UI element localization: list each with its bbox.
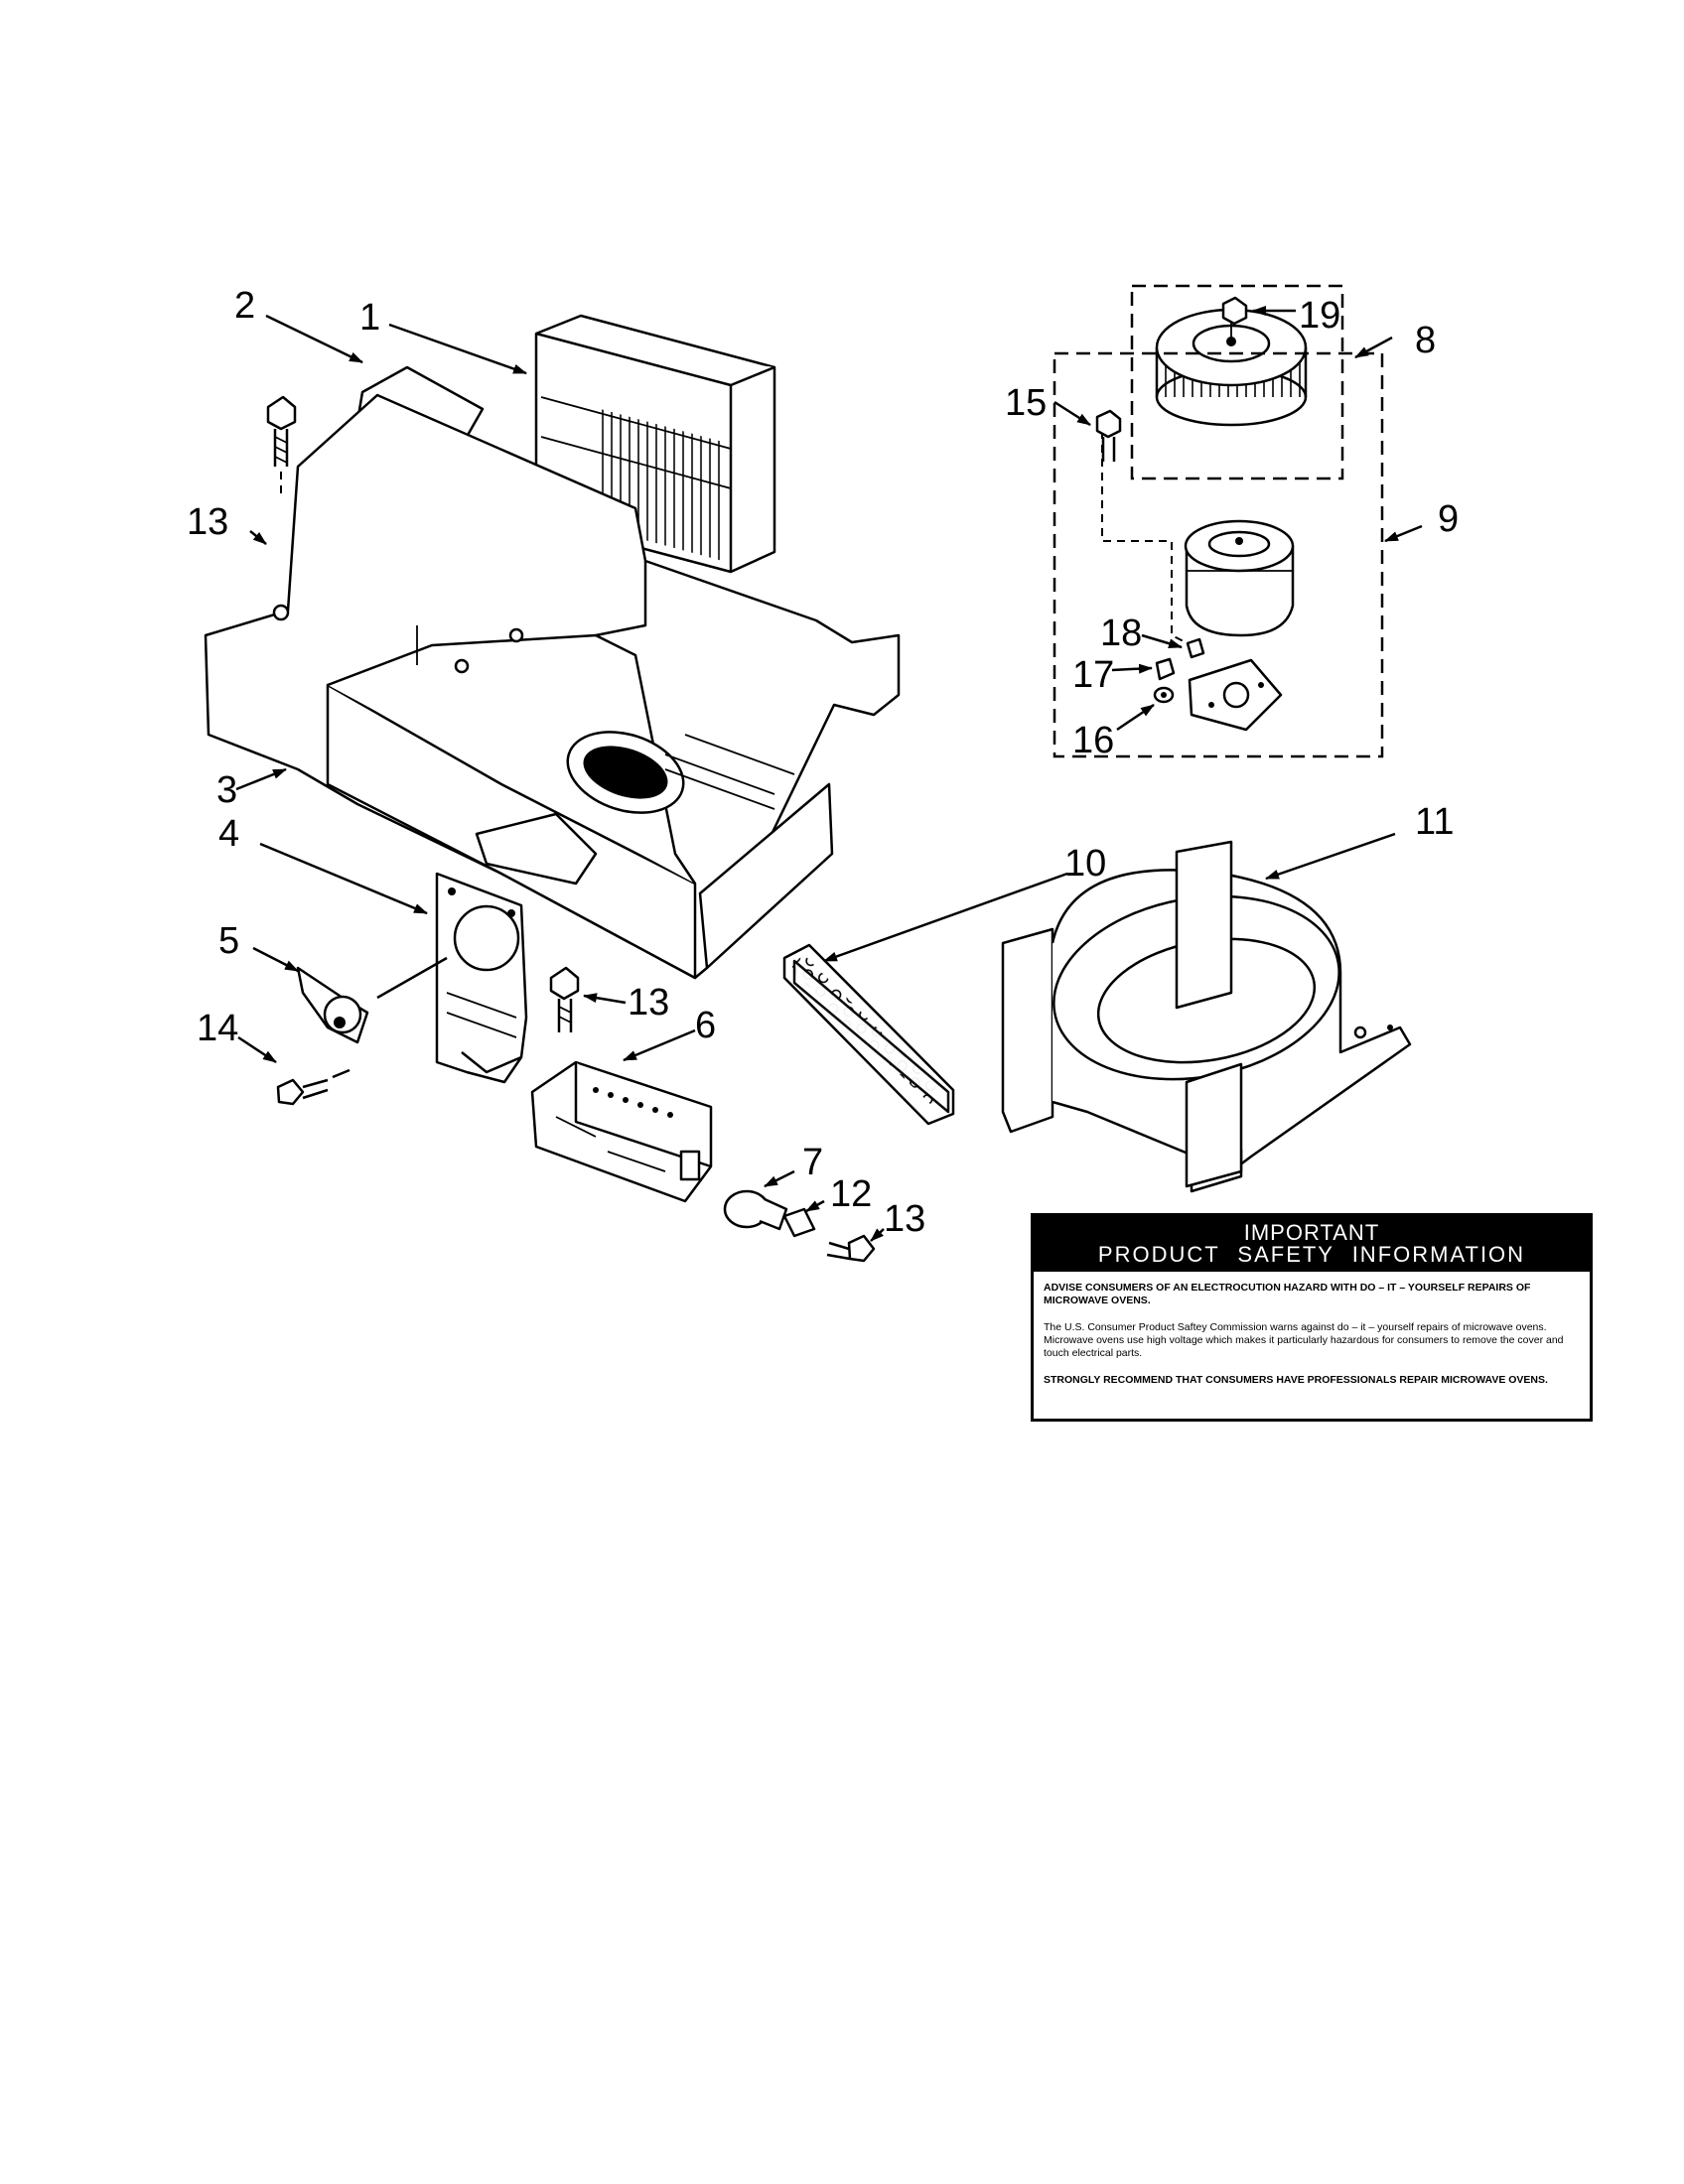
safety-paragraph-2: The U.S. Consumer Product Saftey Commiss… — [1044, 1321, 1564, 1359]
part-9-fan-motor — [1052, 351, 1384, 758]
part-6-lamp-bracket — [530, 1060, 713, 1203]
part-12-lamp-socket — [782, 1207, 816, 1238]
part-13-screw-top — [266, 395, 297, 496]
callout-15: 15 — [1005, 382, 1047, 424]
callout-16: 16 — [1072, 720, 1114, 761]
safety-heading-line2: PRODUCT SAFETY INFORMATION — [1097, 1242, 1526, 1267]
part-3-air-duct-base — [204, 393, 901, 980]
part-16-washer — [1153, 686, 1175, 704]
callout-1: 1 — [359, 297, 380, 339]
part-17-nut — [1155, 657, 1176, 681]
callout-13-top: 13 — [187, 501, 228, 543]
callout-5: 5 — [218, 920, 239, 962]
callout-18: 18 — [1100, 613, 1142, 654]
part-19-nut — [1221, 296, 1248, 326]
callout-14: 14 — [197, 1008, 238, 1049]
callout-12: 12 — [830, 1173, 872, 1215]
callout-9: 9 — [1438, 498, 1459, 540]
safety-body: ADVISE CONSUMERS OF AN ELECTROCUTION HAZ… — [1034, 1272, 1590, 1387]
callout-13-middle: 13 — [628, 982, 669, 1024]
safety-heading-line1: IMPORTANT — [1243, 1220, 1380, 1245]
leader-lines — [235, 306, 1423, 1242]
callout-11: 11 — [1415, 801, 1454, 843]
callout-13-bottom: 13 — [884, 1198, 925, 1240]
product-safety-notice: IMPORTANT PRODUCT SAFETY INFORMATION ADV… — [1031, 1213, 1593, 1422]
callout-6: 6 — [695, 1005, 716, 1046]
part-7-lamp-bulb — [723, 1189, 788, 1231]
callout-labels: 1 2 13 3 4 5 14 13 6 7 12 13 19 8 15 9 1… — [187, 285, 1459, 1240]
callout-10: 10 — [1064, 843, 1106, 885]
safety-paragraph-3: STRONGLY RECOMMEND THAT CONSUMERS HAVE P… — [1044, 1374, 1548, 1386]
part-18-nut — [1186, 637, 1205, 659]
safety-paragraph-1: ADVISE CONSUMERS OF AN ELECTROCUTION HAZ… — [1044, 1282, 1531, 1306]
part-10-vent-grille — [782, 943, 955, 1126]
callout-17: 17 — [1072, 654, 1114, 696]
callout-19: 19 — [1299, 295, 1340, 337]
callout-8: 8 — [1415, 320, 1436, 361]
part-4-mounting-bracket — [435, 872, 528, 1084]
callout-7: 7 — [802, 1142, 823, 1183]
part-13-screw-bottom — [826, 1234, 876, 1263]
part-5-thermal-cutout — [296, 966, 369, 1044]
safety-heading: IMPORTANT PRODUCT SAFETY INFORMATION — [1034, 1216, 1590, 1272]
part-15-screw — [1095, 409, 1122, 462]
callout-2: 2 — [234, 285, 255, 327]
callout-3: 3 — [216, 769, 237, 811]
part-13-screw-middle — [549, 966, 580, 1032]
part-11-blower-housing — [1001, 840, 1412, 1193]
callout-4: 4 — [218, 813, 239, 855]
part-14-screw — [276, 1078, 329, 1106]
